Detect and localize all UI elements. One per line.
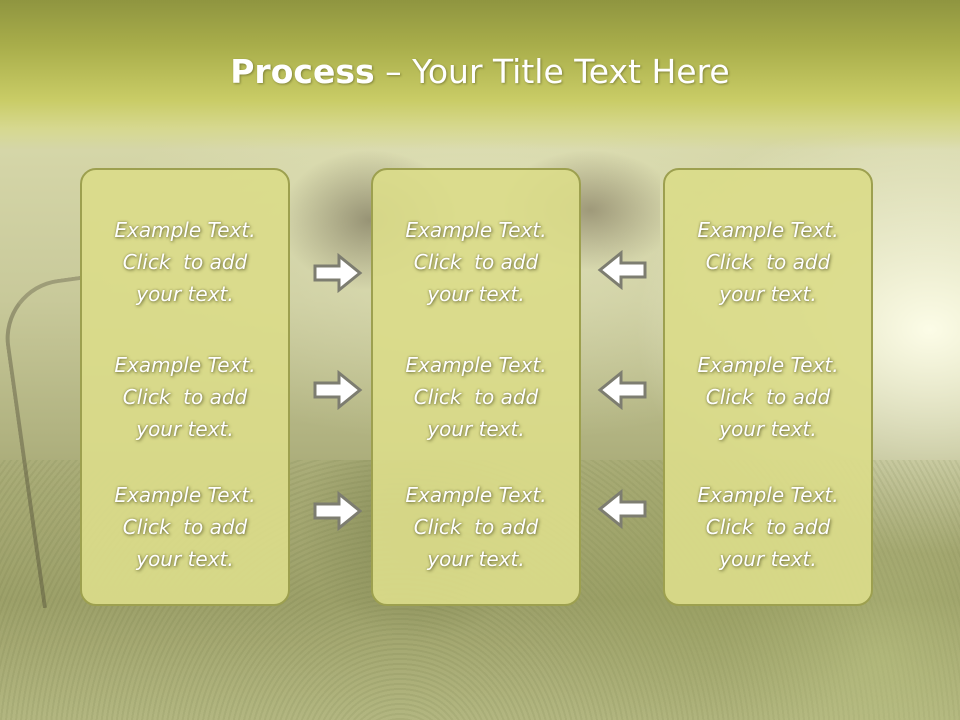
- process-box-middle[interactable]: Example Text. Click to add your text. Ex…: [371, 168, 581, 606]
- text-line: Example Text.: [405, 218, 547, 242]
- text-line: Example Text.: [697, 483, 839, 507]
- text-line: Example Text.: [114, 218, 256, 242]
- process-box-right[interactable]: Example Text. Click to add your text. Ex…: [663, 168, 873, 606]
- text-line: Click to add: [413, 250, 539, 274]
- text-line: Click to add: [413, 515, 539, 539]
- title-band: [0, 0, 960, 150]
- right-arrow-icon[interactable]: [313, 491, 363, 531]
- text-line: Example Text.: [697, 353, 839, 377]
- text-line: your text.: [719, 282, 817, 306]
- text-line: Click to add: [122, 250, 248, 274]
- process-box-left[interactable]: Example Text. Click to add your text. Ex…: [80, 168, 290, 606]
- title-rest: – Your Title Text Here: [374, 52, 730, 91]
- slide-title[interactable]: Process – Your Title Text Here: [0, 52, 960, 91]
- text-placeholder[interactable]: Example Text. Click to add your text.: [82, 349, 288, 445]
- text-placeholder[interactable]: Example Text. Click to add your text.: [82, 214, 288, 310]
- text-line: your text.: [136, 282, 234, 306]
- text-placeholder[interactable]: Example Text. Click to add your text.: [82, 479, 288, 575]
- text-placeholder[interactable]: Example Text. Click to add your text.: [373, 349, 579, 445]
- text-line: Click to add: [705, 250, 831, 274]
- text-line: Click to add: [705, 385, 831, 409]
- text-line: your text.: [719, 547, 817, 571]
- text-line: your text.: [427, 547, 525, 571]
- left-arrow-icon[interactable]: [597, 489, 647, 529]
- text-line: your text.: [719, 417, 817, 441]
- text-placeholder[interactable]: Example Text. Click to add your text.: [373, 214, 579, 310]
- text-line: Example Text.: [405, 483, 547, 507]
- text-line: your text.: [136, 547, 234, 571]
- text-line: Example Text.: [114, 483, 256, 507]
- text-placeholder[interactable]: Example Text. Click to add your text.: [665, 349, 871, 445]
- text-line: Example Text.: [114, 353, 256, 377]
- left-arrow-icon[interactable]: [597, 250, 647, 290]
- title-strong: Process: [230, 52, 375, 91]
- text-placeholder[interactable]: Example Text. Click to add your text.: [373, 479, 579, 575]
- right-arrow-icon[interactable]: [313, 370, 363, 410]
- text-placeholder[interactable]: Example Text. Click to add your text.: [665, 214, 871, 310]
- text-placeholder[interactable]: Example Text. Click to add your text.: [665, 479, 871, 575]
- text-line: Click to add: [413, 385, 539, 409]
- text-line: Example Text.: [697, 218, 839, 242]
- text-line: Click to add: [122, 515, 248, 539]
- text-line: your text.: [427, 282, 525, 306]
- right-arrow-icon[interactable]: [313, 253, 363, 293]
- text-line: Example Text.: [405, 353, 547, 377]
- text-line: Click to add: [705, 515, 831, 539]
- text-line: Click to add: [122, 385, 248, 409]
- left-arrow-icon[interactable]: [597, 370, 647, 410]
- text-line: your text.: [427, 417, 525, 441]
- text-line: your text.: [136, 417, 234, 441]
